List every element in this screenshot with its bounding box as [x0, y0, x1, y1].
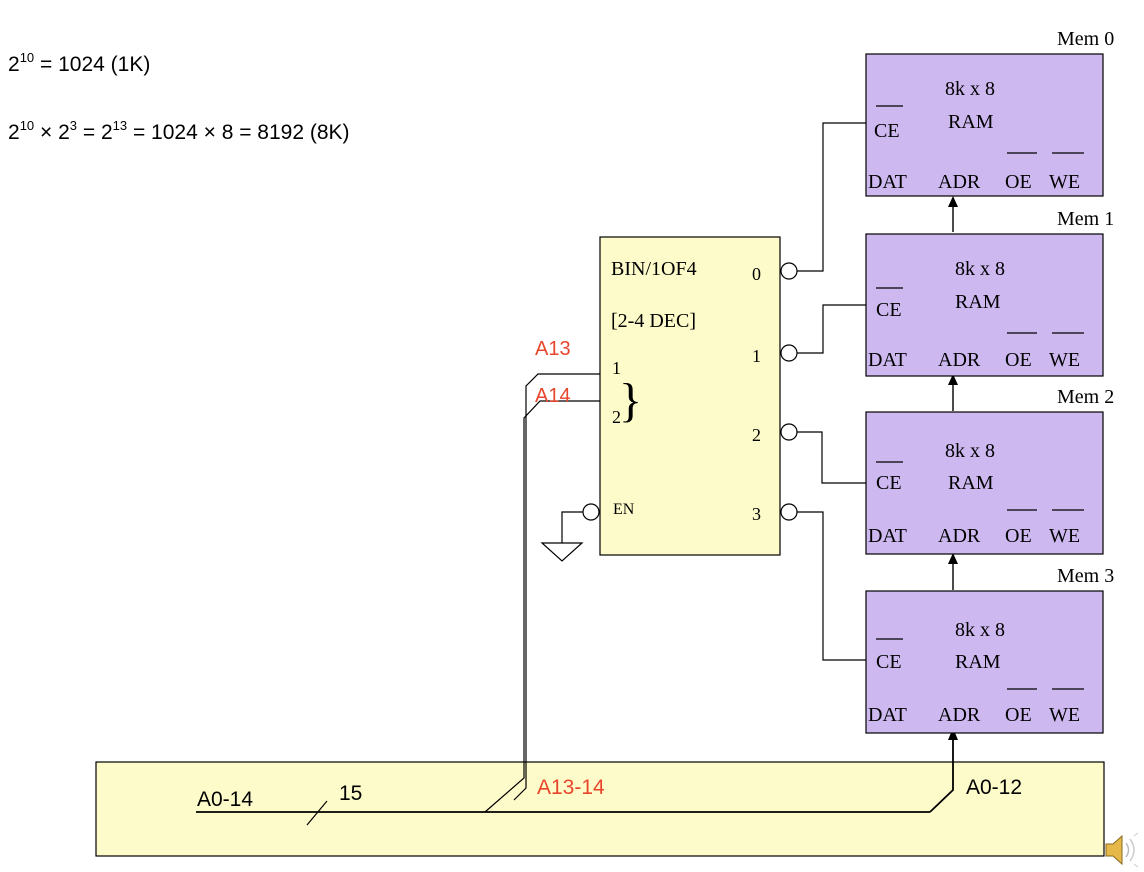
formula-exponent: 10: [19, 50, 35, 65]
ce-wire-0: [797, 122, 866, 272]
output-0-bubble: [780, 262, 798, 280]
oe-pin-label: OE: [1005, 704, 1032, 726]
ground-icon: [540, 542, 584, 562]
formula-base: 2: [8, 53, 20, 76]
formula-exponent: 10: [19, 118, 35, 133]
we-pin-label: WE: [1049, 704, 1080, 726]
bus-panel: [95, 761, 1105, 857]
decoder-output-1-label: 1: [752, 346, 761, 366]
decoder-input-brace: }: [619, 374, 642, 427]
bus-upper-label: A13-14: [537, 776, 605, 799]
a14-label: A14: [535, 385, 571, 407]
oe-pin-label: OE: [1005, 525, 1032, 547]
formula-1k: 210 = 1024 (1K): [8, 50, 151, 77]
enable-wire: [561, 511, 583, 543]
bus-label: A0-14: [197, 788, 253, 811]
formula-base: 2: [8, 121, 20, 144]
oe-pin-label: OE: [1005, 171, 1032, 193]
decoder-output-3-label: 3: [752, 504, 761, 524]
memory-size: 8k x 8: [945, 440, 995, 462]
decoder-box: [599, 236, 781, 556]
ce-pin-label: CE: [876, 299, 902, 321]
ce-pin-label: CE: [874, 120, 900, 142]
bus-to-memory-line: [929, 740, 954, 813]
memory-name: Mem 1: [1057, 208, 1114, 230]
memory-size: 8k x 8: [955, 258, 1005, 280]
memory-type: RAM: [948, 111, 994, 133]
memory-type: RAM: [955, 651, 1001, 673]
ce-pin-label: CE: [876, 651, 902, 673]
formula-8k: 210 × 23 = 213 = 1024 × 8 = 8192 (8K): [8, 118, 350, 145]
ram-box: [865, 590, 1104, 734]
ce-pin-label: CE: [876, 472, 902, 494]
formula-base: 2: [58, 121, 70, 144]
bus-arrow-icon: [948, 728, 958, 740]
adr-arrow-icon: [948, 374, 958, 385]
bus-width-slash: [306, 800, 328, 826]
memory-size: 8k x 8: [945, 78, 995, 100]
decoder-input-1-label: 1: [612, 358, 621, 378]
we-pin-label: WE: [1049, 349, 1080, 371]
memory-block-2: Mem 2 8k x 8 RAM CE DAT ADR OE WE: [865, 386, 1114, 555]
dat-pin-label: DAT: [868, 349, 907, 371]
formula-text: = 1024 (1K): [34, 53, 151, 76]
formula-exponent: 3: [69, 118, 78, 133]
memory-name: Mem 2: [1057, 386, 1114, 408]
we-pin-label: WE: [1049, 171, 1080, 193]
ram-box: [865, 53, 1104, 197]
output-2-bubble: [780, 423, 798, 441]
bus-width-label: 15: [339, 782, 362, 805]
adr-arrow-icon: [948, 553, 958, 564]
a13-wire: [513, 373, 600, 801]
formula-operator: ×: [34, 121, 59, 144]
formula-operator: =: [77, 121, 101, 144]
memory-block-3: Mem 3 8k x 8 RAM CE DAT ADR OE WE: [865, 565, 1114, 734]
a14-wire: [484, 400, 600, 813]
formula-text: = 1024 × 8 = 8192 (8K): [127, 121, 350, 144]
decoder-output-0-label: 0: [752, 264, 761, 284]
ram-box: [865, 233, 1104, 377]
memory-type: RAM: [955, 291, 1001, 313]
a13-label: A13: [535, 338, 571, 360]
speaker-icon[interactable]: [1105, 832, 1139, 868]
ce-wire-2: [797, 431, 866, 484]
memory-block-0: Mem 0 8k x 8 RAM CE DAT ADR OE WE: [865, 28, 1114, 197]
memory-name: Mem 3: [1057, 565, 1114, 587]
adr-pin-label: ADR: [938, 171, 981, 193]
ce-wire-3: [797, 511, 866, 661]
adr-arrow-icon: [948, 196, 958, 207]
dat-pin-label: DAT: [868, 171, 907, 193]
decoder-title: BIN/1OF4: [611, 258, 697, 280]
memory-type: RAM: [948, 472, 994, 494]
adr-pin-label: ADR: [938, 704, 981, 726]
dat-pin-label: DAT: [868, 525, 907, 547]
ce-wire-1: [797, 304, 866, 354]
enable-bubble: [582, 503, 600, 521]
memory-block-1: Mem 1 8k x 8 RAM CE DAT ADR OE WE: [865, 208, 1114, 377]
ram-box: [865, 411, 1104, 555]
adr-pin-label: ADR: [938, 349, 981, 371]
memory-size: 8k x 8: [955, 619, 1005, 641]
output-1-bubble: [780, 344, 798, 362]
adr-pin-label: ADR: [938, 525, 981, 547]
we-pin-label: WE: [1049, 525, 1080, 547]
decoder-output-2-label: 2: [752, 425, 761, 445]
bus-lower-label: A0-12: [966, 776, 1022, 799]
formula-exponent: 13: [112, 118, 128, 133]
formula-base: 2: [100, 121, 113, 144]
memory-name: Mem 0: [1057, 28, 1114, 50]
oe-pin-label: OE: [1005, 349, 1032, 371]
output-3-bubble: [780, 503, 798, 521]
dat-pin-label: DAT: [868, 704, 907, 726]
decoder-subtitle: [2-4 DEC]: [611, 310, 696, 332]
decoder-enable-label: EN: [613, 501, 635, 518]
decoder-input-2-label: 2: [612, 407, 621, 427]
